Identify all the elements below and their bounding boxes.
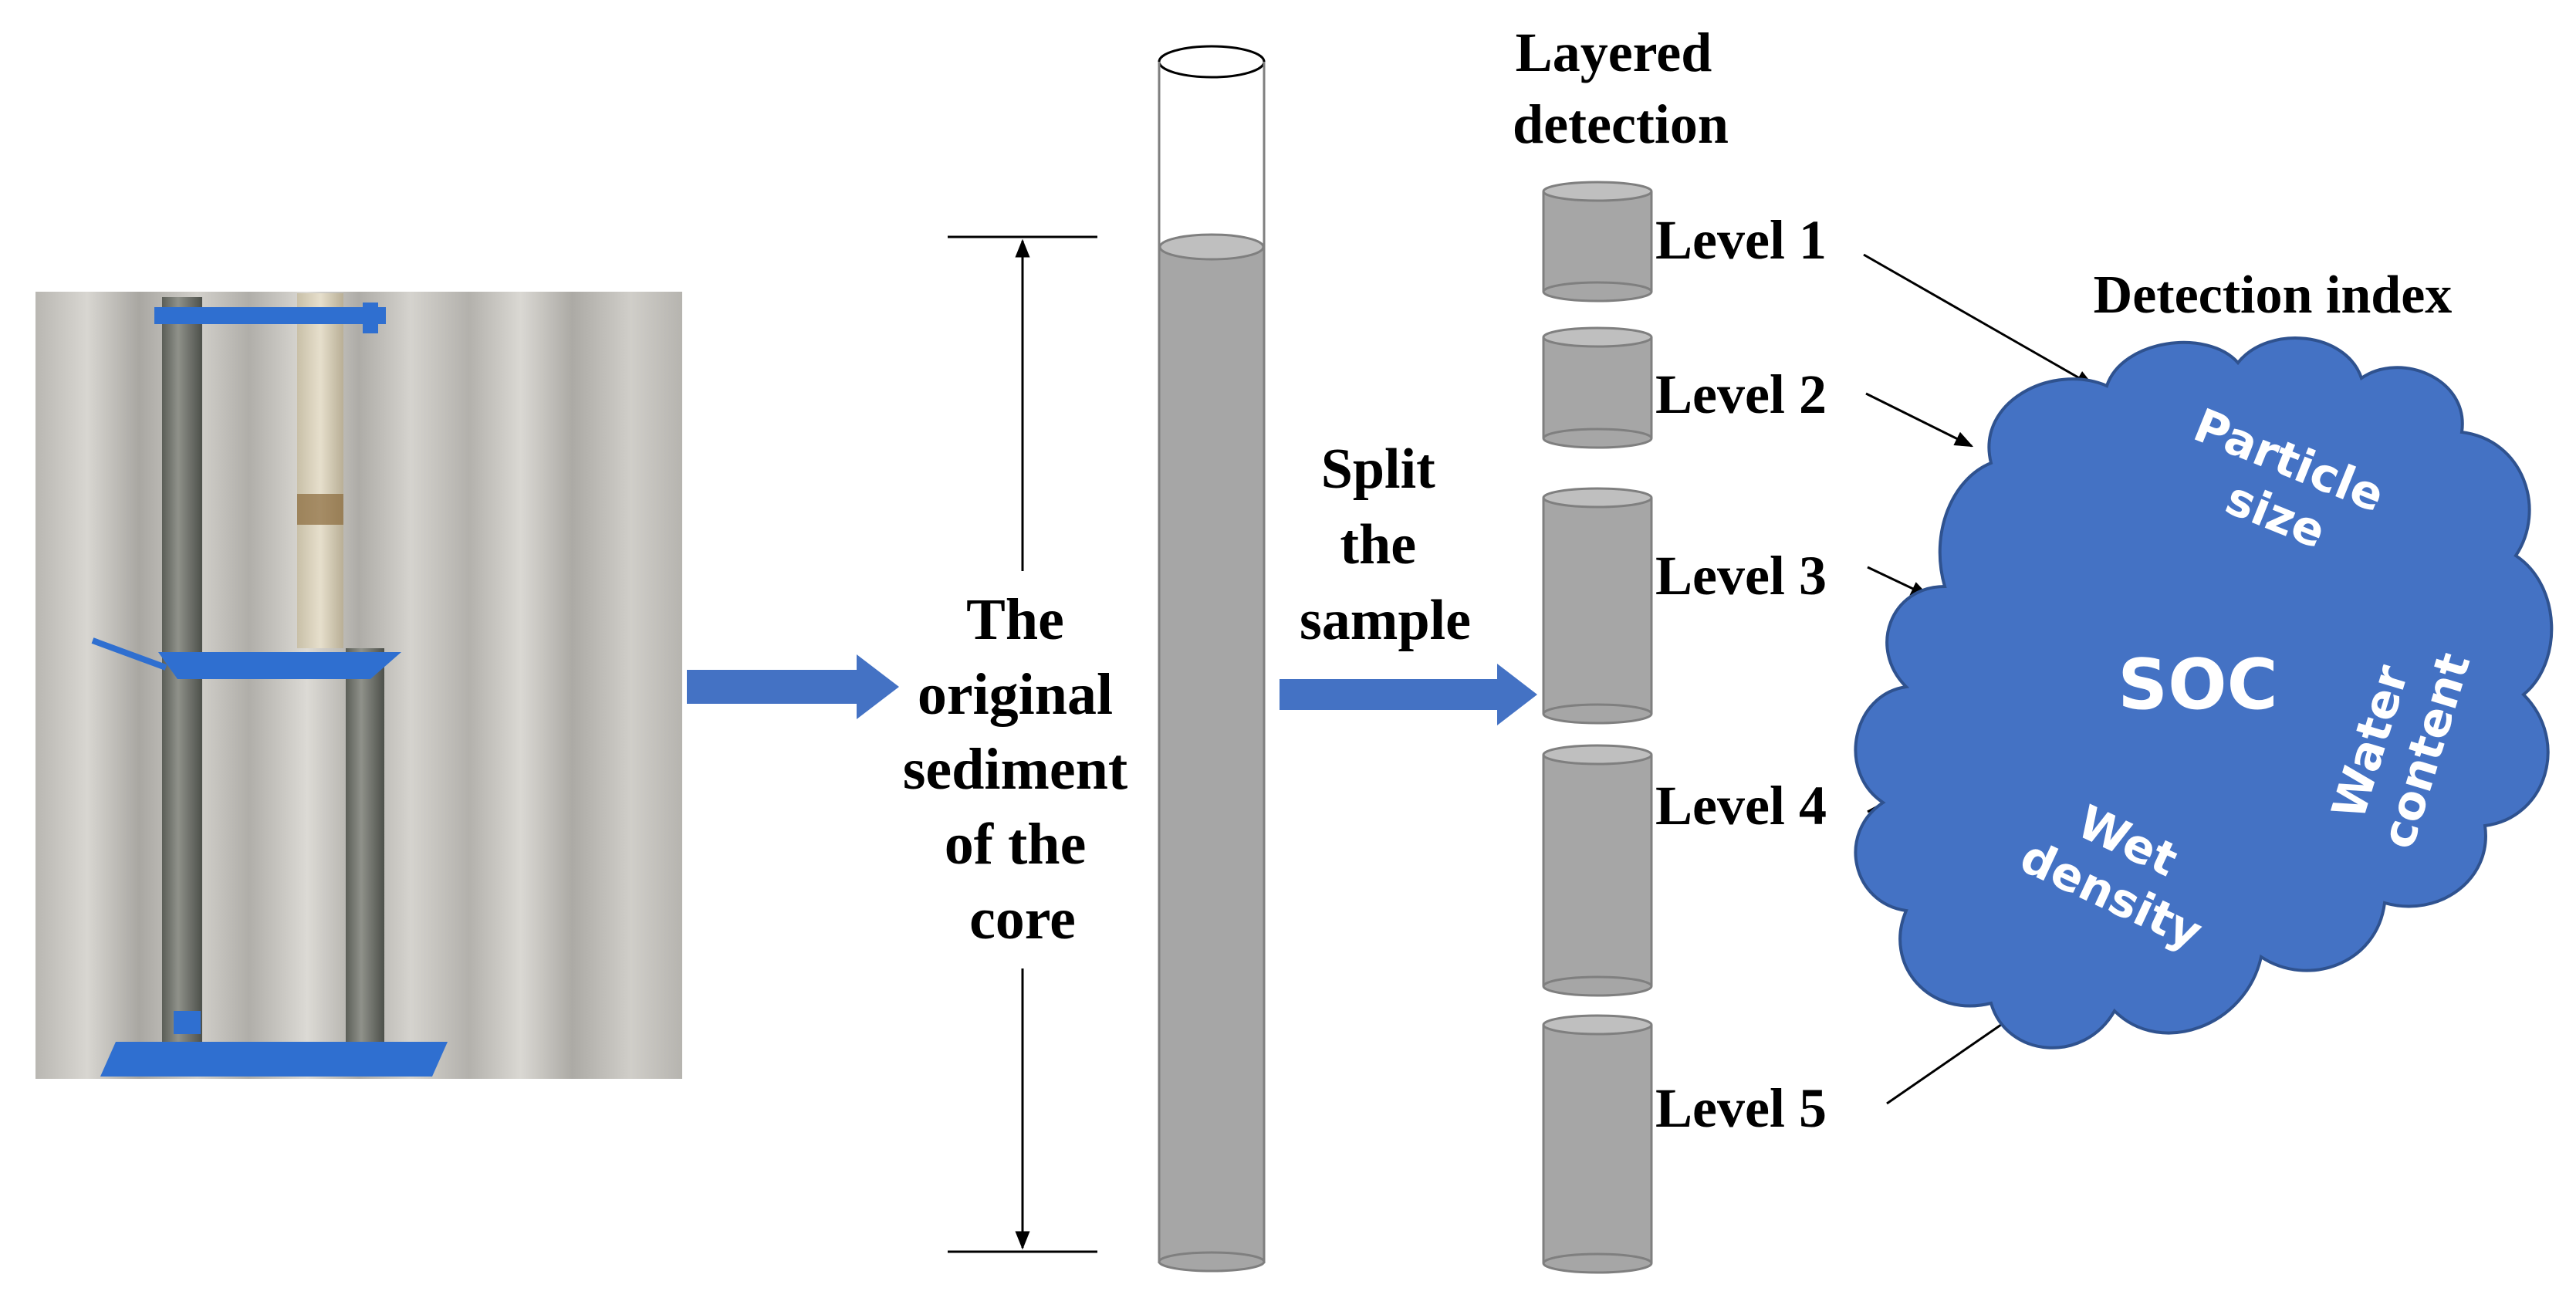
level-3-label: Level 3 — [1655, 545, 1827, 607]
level-1-label: Level 1 — [1655, 209, 1827, 271]
level-1-cylinder — [1542, 181, 1653, 303]
detection-index-cloud — [1854, 336, 2554, 1050]
level-4-cylinder — [1542, 744, 1653, 997]
water-content-label: Water content — [2317, 630, 2481, 854]
level-2-cylinder — [1542, 326, 1653, 449]
detection-index-title: Detection index — [2094, 265, 2453, 325]
level-5-cylinder — [1542, 1014, 1653, 1274]
level-cylinders — [1542, 181, 1653, 1274]
level-4-label: Level 4 — [1655, 775, 1827, 837]
level-3-cylinder — [1542, 487, 1653, 725]
soc-label: SOC — [2118, 644, 2277, 725]
sediment-core-sampler-photo — [35, 292, 682, 1079]
sediment-core-tube — [1158, 45, 1266, 1273]
split-label: Split the sample — [1300, 438, 1471, 652]
level-5-label: Level 5 — [1655, 1077, 1827, 1139]
core-label: The original sediment of the core — [903, 587, 1142, 952]
level-2-label: Level 2 — [1655, 363, 1827, 425]
flow-arrow-2 — [1280, 664, 1537, 725]
flow-arrow-1 — [687, 654, 899, 719]
layered-detection-title: Layered detection — [1513, 22, 1729, 155]
level-labels: Level 1 Level 2 Level 3 Level 4 Level 5 — [1655, 209, 1827, 1139]
core-length-dimension — [948, 235, 1097, 1253]
